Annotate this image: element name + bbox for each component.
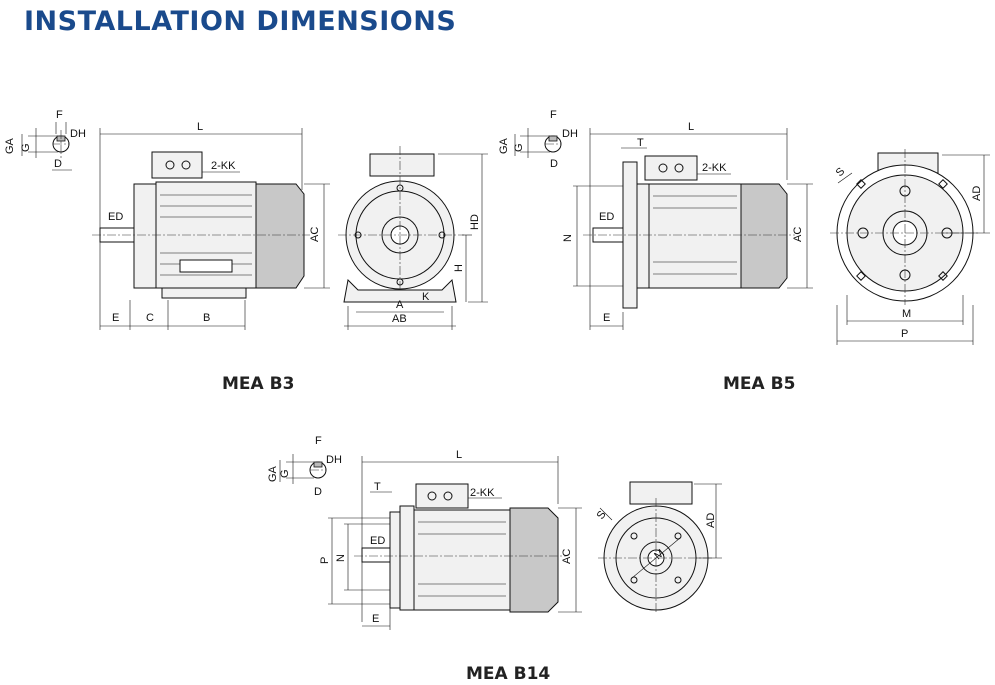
kk-label: 2-KK [211,160,236,172]
t-label-b14: T [374,481,381,493]
caption-b14: MEA B14 [466,664,551,684]
f-label-b14: F [315,435,322,447]
caption-b5: MEA B5 [723,374,796,394]
d-label: D [54,158,62,170]
b5-side-view: F GA G DH D L T 2-KK ED AC N E [498,109,813,330]
h-label: H [453,264,465,272]
d-label-b5: D [550,158,558,170]
ga-label-b14: GA [267,465,279,482]
b14-side-view: F GA G DH D L T 2-KK ED AC N P E [267,435,582,630]
n-label-b14: N [335,554,347,562]
ga-label-b5: GA [498,137,510,154]
ga-label: GA [4,137,16,154]
ad-label-b14: AD [705,513,717,528]
n-label-b5: N [562,234,574,242]
b14-face-flange [389,511,401,609]
s-label-b14: S [595,509,609,522]
ed-label: ED [108,211,123,223]
c-label: C [146,312,154,324]
b3-shaft-detail: F GA G DH D [4,109,86,171]
p-label-b5: P [901,328,908,340]
k-label: K [422,291,430,303]
terminal-box [151,151,203,179]
f-label-b5: F [550,109,557,121]
kk-label-b14: 2-KK [470,487,495,499]
t-label-b5: T [637,137,644,149]
m-label-b5: M [902,308,911,320]
ed-label-b5: ED [599,211,614,223]
fan-cover [255,183,305,289]
l-label-b5: L [688,121,694,133]
caption-b3: MEA B3 [222,374,295,394]
ad-label-b5: AD [971,186,983,201]
g-label-b5: G [513,143,525,152]
b-label: B [203,312,210,324]
ac-label: AC [309,227,321,242]
p-label-b14: P [319,557,331,564]
e-label-b14: E [372,613,379,625]
dh-label-b5: DH [562,128,578,140]
b14-shaft-detail: F GA G DH D [267,435,342,498]
dh-label: DH [70,128,86,140]
hd-label: HD [469,214,481,230]
kk-label-b5: 2-KK [702,162,727,174]
b5-front-view: S AD M P [830,149,990,345]
b3-feet [343,278,457,303]
e-label-b5: E [603,312,610,324]
terminal-box-front [369,153,435,177]
l-label: L [197,121,203,133]
a-label: A [396,299,404,311]
ac-label-b5: AC [792,227,804,242]
b3-side-view: F GA G DH D L 2-KK ED AC E C B [4,109,330,330]
page-title: INSTALLATION DIMENSIONS [24,6,457,37]
dh-label-b14: DH [326,454,342,466]
ac-label-b14: AC [561,549,573,564]
ab-label: AB [392,313,407,325]
g-label-b14: G [279,469,291,478]
b5-shaft-detail: F GA G DH D [498,109,578,170]
s-label-b5: S [834,165,848,179]
b14-front-view: M S AD [595,481,722,614]
b3-front-view: HD H A AB K [338,146,488,330]
d-label-b14: D [314,486,322,498]
ed-label-b14: ED [370,535,385,547]
g-label: G [20,143,32,152]
e-label: E [112,312,119,324]
f-label: F [56,109,63,121]
l-label-b14: L [456,449,462,461]
